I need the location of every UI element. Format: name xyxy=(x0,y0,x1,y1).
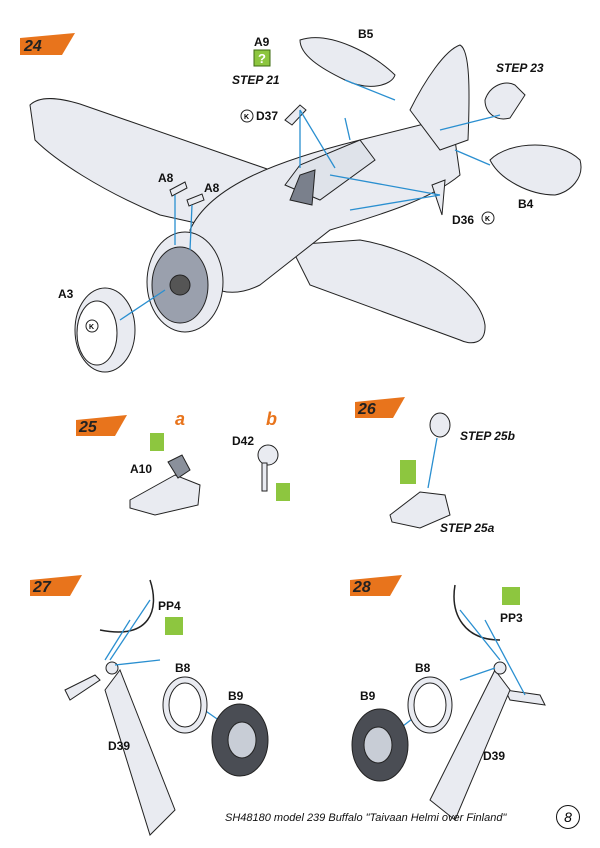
svg-text:K: K xyxy=(89,324,94,331)
k-badge-d36: K xyxy=(481,211,495,225)
assembly-guides-24 xyxy=(119,79,501,321)
paint-icon-26 xyxy=(400,460,416,484)
part-b9-tire-28 xyxy=(351,708,409,782)
label-b8-28: B8 xyxy=(415,661,431,675)
label-d39-28: D39 xyxy=(483,749,505,763)
paint-icon-a xyxy=(150,433,164,451)
label-d39-27: D39 xyxy=(108,739,130,753)
step-26-number: 26 xyxy=(357,401,376,418)
label-b9-28: B9 xyxy=(360,689,376,703)
label-pp4: PP4 xyxy=(158,599,181,613)
instruction-icon xyxy=(253,49,271,67)
step-24-number: 24 xyxy=(23,38,42,55)
part-b8-wheel-27 xyxy=(162,676,208,734)
paint-icon-pp3 xyxy=(502,587,520,605)
part-a8-left xyxy=(169,181,188,197)
label-step25a: STEP 25a xyxy=(440,521,495,535)
label-a10: A10 xyxy=(130,462,152,476)
step-25-flag: 25 xyxy=(76,415,127,436)
pilot-seat xyxy=(289,169,316,206)
label-a3: A3 xyxy=(58,287,74,301)
k-badge-d37: K xyxy=(240,109,254,123)
label-d42: D42 xyxy=(232,434,254,448)
svg-text:K: K xyxy=(485,216,490,223)
part-d36 xyxy=(431,179,446,216)
part-a3-cowl-ring xyxy=(74,287,136,373)
part-intake xyxy=(484,82,526,120)
label-b5: B5 xyxy=(358,27,374,41)
label-step25b: STEP 25b xyxy=(460,429,515,443)
step-24-flag: 24 xyxy=(20,33,75,55)
step-28-number: 28 xyxy=(352,579,371,596)
label-b4: B4 xyxy=(518,197,534,211)
label-b8-27: B8 xyxy=(175,661,191,675)
landing-gear-27 xyxy=(64,579,176,836)
label-a8-left: A8 xyxy=(158,171,174,185)
step-27-flag: 27 xyxy=(30,575,82,596)
aircraft-illustration xyxy=(29,44,486,344)
svg-text:?: ? xyxy=(258,51,266,66)
substep-a: a xyxy=(175,409,185,429)
label-d37: D37 xyxy=(256,109,278,123)
landing-gear-28 xyxy=(429,584,546,821)
part-headrest xyxy=(429,412,451,438)
label-a8-right: A8 xyxy=(204,181,220,195)
label-b9-27: B9 xyxy=(228,689,244,703)
k-badge-a3: K xyxy=(85,319,99,333)
page-number: 8 xyxy=(556,805,580,829)
part-b5-stabilizer xyxy=(299,37,396,87)
substep-b: b xyxy=(266,409,277,429)
part-d42 xyxy=(257,444,279,492)
step-25-number: 25 xyxy=(78,419,98,436)
part-b9-tire-27 xyxy=(211,703,269,777)
footer-caption: SH48180 model 239 Buffalo "Taivaan Helmi… xyxy=(225,812,507,824)
label-a9: A9 xyxy=(254,35,270,49)
part-a8-right xyxy=(186,193,205,207)
step-26-flag: 26 xyxy=(355,397,405,418)
part-seat-assembly xyxy=(389,491,451,529)
part-b4-stabilizer xyxy=(489,144,582,196)
part-a10-seat xyxy=(129,454,201,516)
paint-icon-b xyxy=(276,483,290,501)
paint-icon-pp4 xyxy=(165,617,183,635)
label-step21: STEP 21 xyxy=(232,73,280,87)
step-27-number: 27 xyxy=(32,579,52,596)
part-b8-wheel-28 xyxy=(407,676,453,734)
label-pp3: PP3 xyxy=(500,611,523,625)
label-step23: STEP 23 xyxy=(496,61,544,75)
svg-text:K: K xyxy=(244,114,249,121)
step-28-flag: 28 xyxy=(350,575,402,596)
label-d36: D36 xyxy=(452,213,474,227)
